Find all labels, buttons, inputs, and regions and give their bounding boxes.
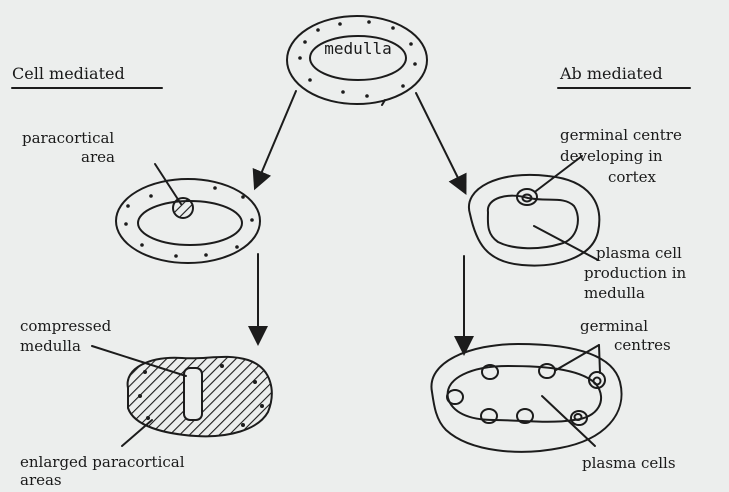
plasma-production-label-line2: production in <box>584 264 687 282</box>
top-lymph-node: medulla <box>287 16 427 104</box>
paracortical-label-line2: area <box>81 148 115 166</box>
paracortical-area-shape <box>173 198 193 218</box>
cell-mediated-early-node <box>116 164 260 263</box>
enlarged-paracortical-pointer <box>122 420 152 446</box>
paracortical-pointer <box>155 164 181 204</box>
germinal-centre-label-line1: germinal centre <box>560 126 682 144</box>
enlarged-label-line2: areas <box>20 471 62 488</box>
germinal-centres-label-line1: germinal <box>580 317 648 335</box>
plasma-production-label-line3: medulla <box>584 284 645 302</box>
germinal-centre-developing-label: germinal centre developing in cortex <box>560 126 682 186</box>
plasma-production-pointer <box>534 226 598 260</box>
germinal-centres-late <box>447 364 605 425</box>
cell-mediated-late-node <box>92 346 272 446</box>
germinal-centre-label-line3: cortex <box>608 168 657 186</box>
top-node-cortex-dots <box>298 20 417 98</box>
germinal-centres-label-line2: centres <box>614 336 671 354</box>
germinal-centre-label-line2: developing in <box>560 147 663 165</box>
paracortical-area-label: paracortical area <box>22 129 115 166</box>
ab-mediated-late-node <box>431 344 621 452</box>
ab-mediated-title: Ab mediated <box>559 64 663 83</box>
plasma-cells-label: plasma cells <box>582 454 676 472</box>
cell-mediated-title: Cell mediated <box>12 64 125 83</box>
cell-mediated-header: Cell mediated <box>12 64 162 88</box>
arrow-to-ab-mediated-early <box>416 93 462 186</box>
enlarged-label-line1: enlarged paracortical <box>20 453 185 471</box>
ab-late-outer-capsule <box>431 344 621 452</box>
germinal-centres-pointer-b <box>599 345 600 373</box>
medulla-label: medulla <box>324 39 391 58</box>
compressed-label-line2: medulla <box>20 337 81 355</box>
diagram-arrows <box>258 91 464 346</box>
compressed-medulla-label: compressed medulla <box>20 317 112 355</box>
enlarged-paracortical-label: enlarged paracortical areas <box>20 453 185 488</box>
germinal-centres-pointer-a <box>556 345 599 370</box>
plasma-production-label-line1: plasma cell <box>596 244 682 262</box>
ab-mediated-header: Ab mediated <box>558 64 690 88</box>
arrow-to-cell-mediated-early <box>258 91 296 181</box>
cm-early-cortex-dots <box>124 186 254 258</box>
plasma-cell-production-label: plasma cell production in medulla <box>584 244 687 302</box>
compressed-label-line1: compressed <box>20 317 112 335</box>
ab-mediated-early-node <box>469 156 599 266</box>
paracortical-label-line1: paracortical <box>22 129 114 147</box>
